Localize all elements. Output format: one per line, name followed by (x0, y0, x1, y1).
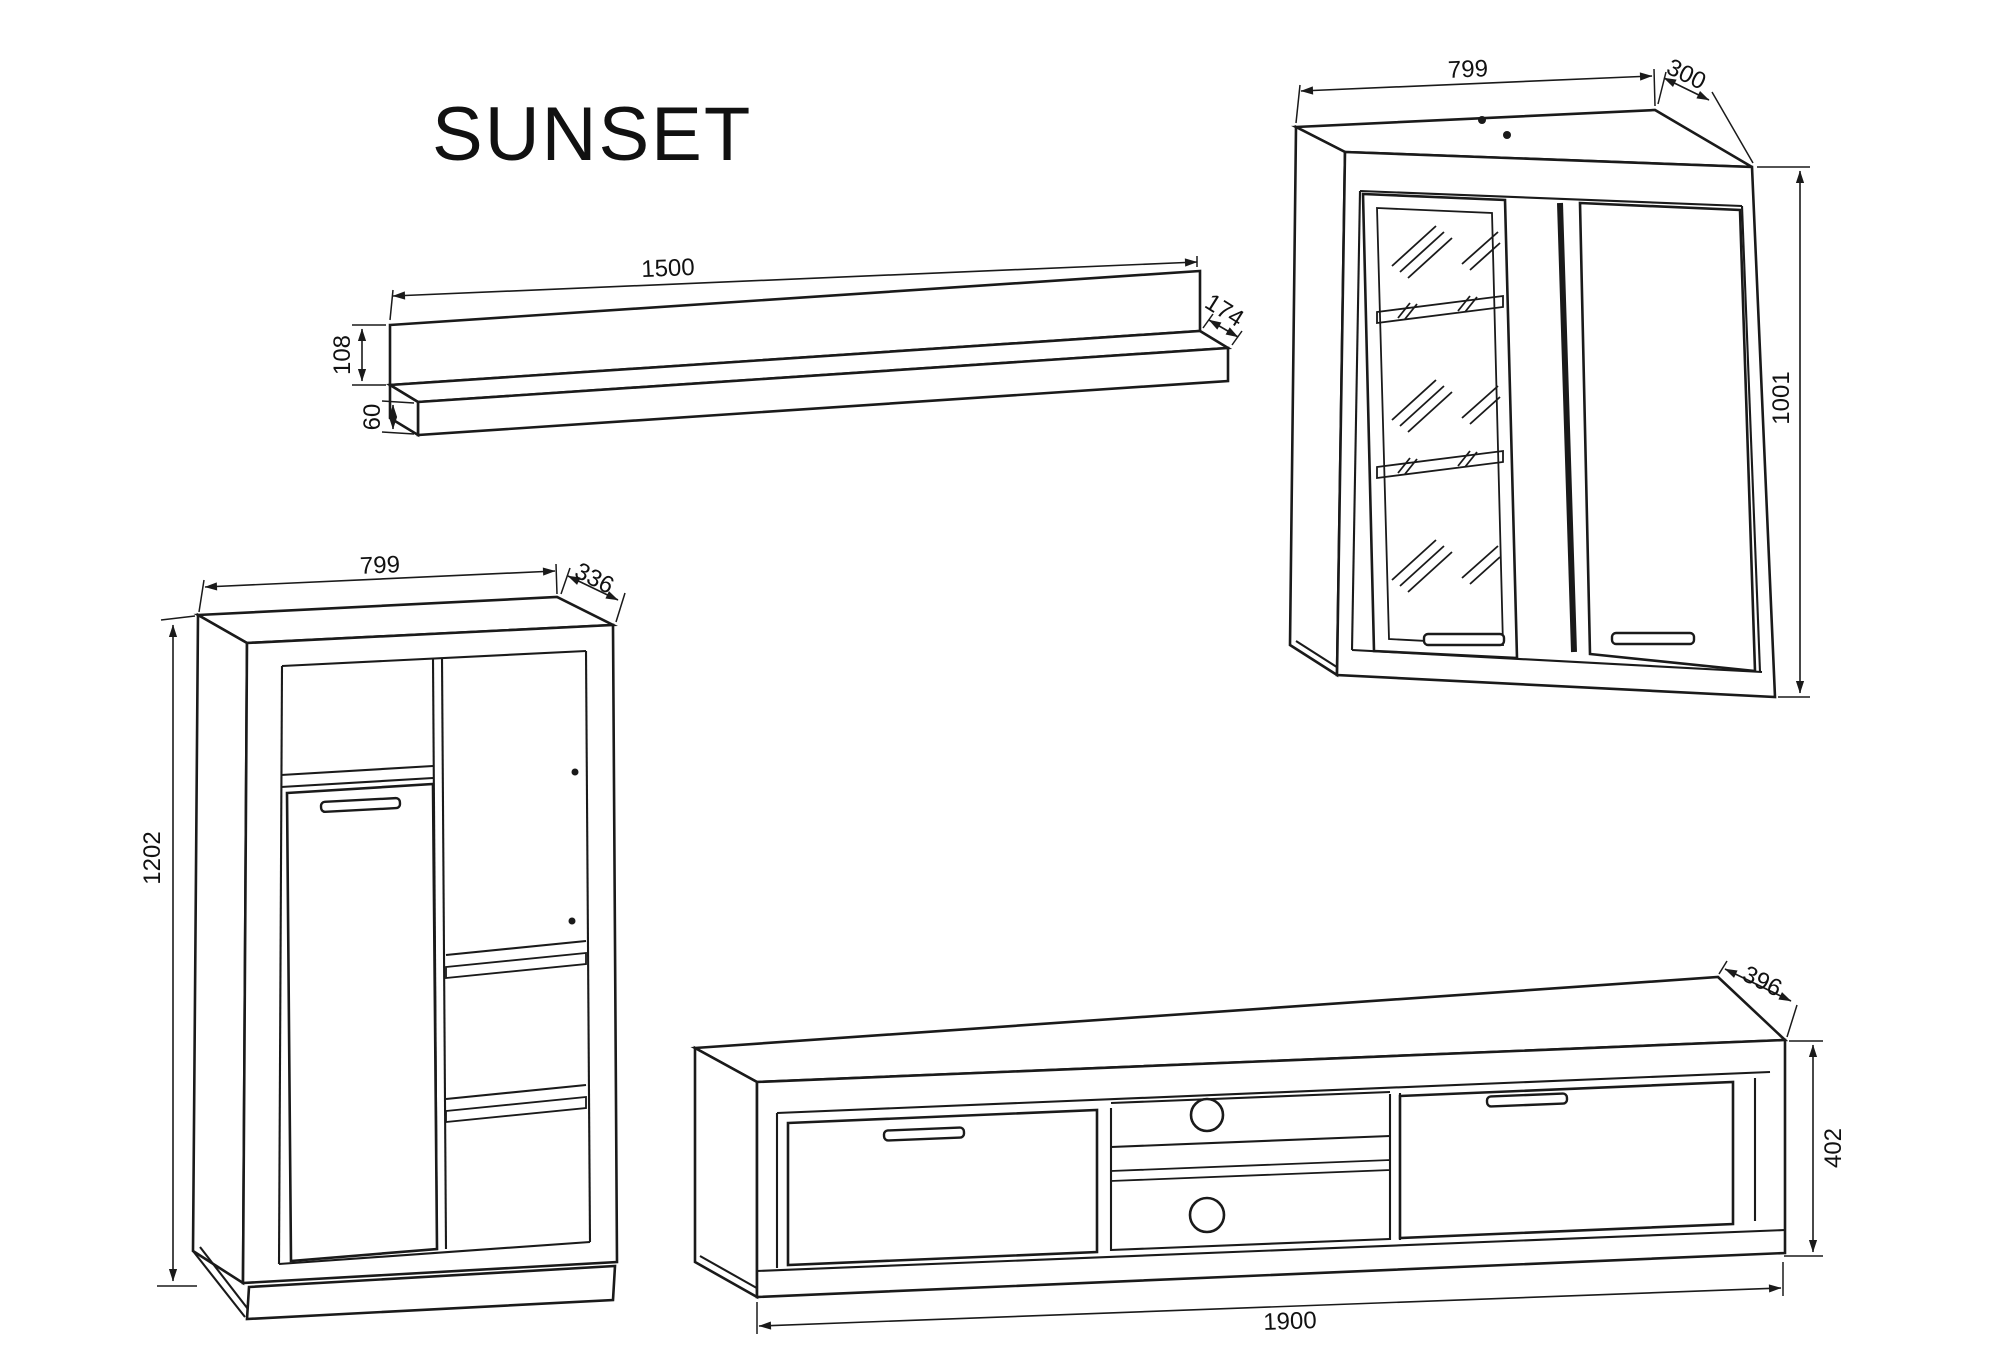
dim-label-shelf-width: 1500 (641, 254, 695, 283)
dim-highboard-height: 1202 (139, 615, 197, 1287)
highboard-door-panel (285, 782, 439, 1263)
wall-cabinet (1288, 108, 1777, 699)
dim-label-shelf-back-height: 108 (329, 335, 356, 375)
compartment-shelf (1110, 1134, 1391, 1149)
tv-stand-left-end-panel (693, 1045, 759, 1300)
page-title: SUNSET (432, 92, 752, 177)
cable-hole (1189, 1097, 1225, 1133)
cable-hole (1188, 1196, 1226, 1234)
highboard-door (285, 782, 439, 1263)
highboard-side-panel (191, 612, 249, 1286)
highboard-door-handle (319, 796, 402, 814)
glass-hatch (1391, 225, 1501, 279)
highboard-shelf (445, 1083, 587, 1123)
glass-hatch (1391, 539, 1501, 593)
dim-label-tv-stand-width: 1900 (1263, 1307, 1317, 1336)
door-gap (1557, 202, 1577, 653)
tv-left-drawer (786, 1108, 1099, 1267)
dim-label-wall-cabinet-depth: 300 (1662, 54, 1710, 96)
tv-right-drawer-handle (1485, 1092, 1569, 1108)
right-door-panel (1578, 201, 1757, 673)
glass-shelf (1376, 294, 1504, 325)
dim-label-tv-stand-height: 402 (1820, 1128, 1847, 1168)
tv-right-drawer (1398, 1080, 1735, 1240)
dim-label-wall-cabinet-width: 799 (1447, 55, 1488, 84)
shelf-pin-hole (571, 768, 579, 776)
dim-label-tv-stand-depth: 396 (1738, 961, 1786, 1003)
dim-wall-cabinet-height: 1001 (1757, 166, 1810, 698)
tv-left-drawer-front (786, 1108, 1099, 1267)
cubby-shelf (280, 764, 434, 777)
dim-label-highboard-width: 799 (359, 551, 400, 580)
highboard (191, 595, 619, 1321)
dim-tv-stand-width: 1900 (756, 1262, 1784, 1336)
tv-stand-plinth-line (756, 1228, 1786, 1273)
dim-label-shelf-thickness: 60 (359, 404, 386, 431)
wall-cabinet-top-hole (1503, 131, 1511, 139)
dim-label-shelf-depth: 174 (1200, 289, 1248, 333)
dim-shelf-board-thickness: 60 (359, 400, 415, 435)
wall-cabinet-top-hole (1478, 116, 1486, 124)
tv-stand (690, 975, 1789, 1300)
dim-shelf-back-height: 108 (329, 324, 386, 386)
glass-hatch (1391, 379, 1501, 433)
wall-cabinet-side-panel (1288, 124, 1347, 678)
shelf-pin-hole (568, 917, 576, 925)
tv-left-drawer-handle (882, 1126, 966, 1142)
tv-right-drawer-front (1398, 1080, 1735, 1240)
dim-label-highboard-depth: 336 (570, 557, 618, 599)
glass-door (1361, 192, 1519, 660)
glass-shelf (1376, 449, 1504, 480)
dim-wall-cabinet-width: 799 (1295, 55, 1656, 124)
dim-shelf-width: 1500 (389, 254, 1198, 321)
wall-shelf (385, 269, 1233, 438)
dim-highboard-width: 799 (198, 551, 558, 613)
right-door (1578, 201, 1757, 673)
highboard-plinth (245, 1264, 617, 1321)
dim-label-wall-cabinet-height: 1001 (1768, 371, 1795, 424)
dim-tv-stand-height: 402 (1784, 1040, 1847, 1257)
glass-door-handle (1422, 632, 1506, 647)
dim-label-highboard-height: 1202 (139, 831, 166, 884)
highboard-shelf (445, 939, 587, 979)
right-door-handle (1610, 631, 1696, 646)
